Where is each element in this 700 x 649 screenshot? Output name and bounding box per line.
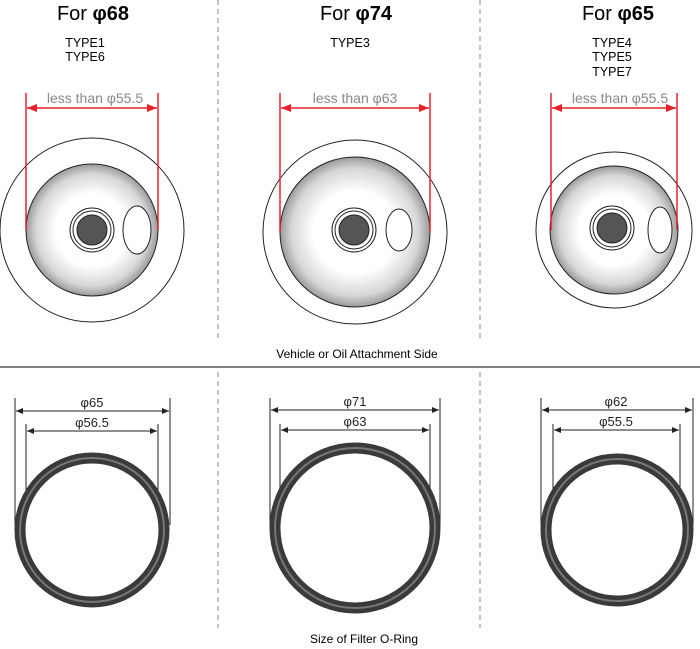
oil-hole <box>385 208 413 252</box>
limit-label: less than φ55.5 <box>572 90 668 106</box>
hub-center <box>596 212 628 244</box>
type-label: TYPE1 <box>65 36 105 50</box>
oil-hole <box>647 206 673 254</box>
column-title: For φ68 <box>57 3 129 25</box>
caption-oring-size: Size of Filter O-Ring <box>310 632 418 646</box>
caption-attachment-side: Vehicle or Oil Attachment Side <box>276 347 438 361</box>
limit-label: less than φ63 <box>313 90 398 106</box>
hub-center <box>338 214 370 246</box>
column-title: For φ65 <box>582 3 654 25</box>
oring-inner-diameter: φ63 <box>344 414 367 429</box>
o-ring-highlight <box>545 458 689 602</box>
o-ring-highlight <box>19 457 165 603</box>
type-label: TYPE3 <box>330 36 370 50</box>
oring-inner-diameter: φ55.5 <box>599 414 633 429</box>
type-label: TYPE7 <box>592 65 632 79</box>
column-title: For φ74 <box>320 3 393 25</box>
oring-outer-diameter: φ65 <box>81 395 104 410</box>
type-label: TYPE4 <box>592 36 632 50</box>
filter-column-phi74: For φ74 TYPE3 less than φ63 φ71 φ63 <box>262 3 448 614</box>
type-label: TYPE5 <box>592 50 632 64</box>
oring-outer-diameter: φ62 <box>605 394 628 409</box>
oil-hole <box>122 205 152 255</box>
type-label: TYPE6 <box>65 50 105 64</box>
limit-label: less than φ55.5 <box>47 90 143 106</box>
oring-inner-diameter: φ56.5 <box>75 415 109 430</box>
oring-outer-diameter: φ71 <box>344 394 367 409</box>
hub-center <box>76 214 108 246</box>
filter-column-phi68: For φ68 TYPE1 TYPE6 less than φ55.5 φ65 … <box>0 3 185 608</box>
o-ring-highlight <box>274 447 436 609</box>
filter-column-phi65: For φ65 TYPE4 TYPE5 TYPE7 less than φ55.… <box>535 3 694 607</box>
